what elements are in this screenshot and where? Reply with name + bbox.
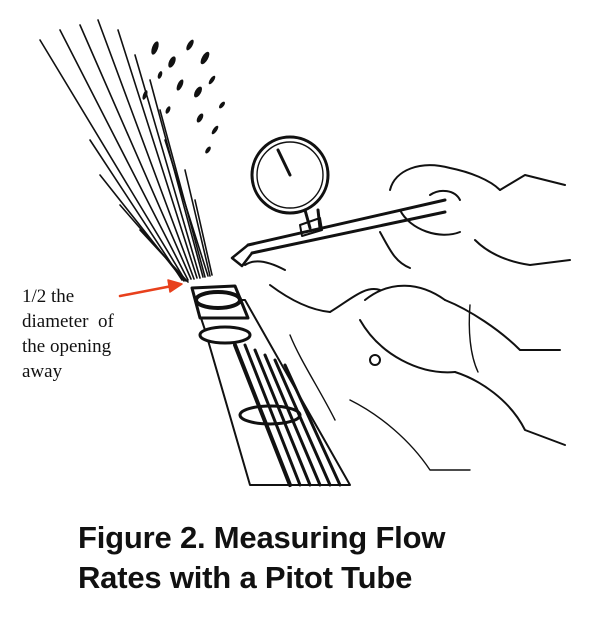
fire-hose — [190, 284, 351, 487]
pitot-tube-illustration — [39, 19, 571, 487]
annotation-line-2: diameter of — [22, 311, 114, 332]
pressure-gauge — [250, 135, 330, 230]
figure-caption: Figure 2. Measuring Flow Rates with a Pi… — [78, 518, 445, 598]
spray-droplets — [142, 39, 225, 154]
caption-line-1: Figure 2. Measuring Flow — [78, 520, 446, 555]
distance-annotation: 1/2 the diameter of the opening away — [22, 284, 114, 384]
annotation-line-3: the opening — [22, 336, 112, 357]
pitot-tube — [230, 198, 447, 268]
upper-hand — [379, 164, 571, 269]
annotation-line-4: away — [22, 361, 63, 382]
lower-hand — [244, 260, 566, 471]
water-stream — [39, 19, 213, 283]
caption-line-2: Rates with a Pitot Tube — [78, 560, 413, 595]
annotation-arrow — [118, 279, 183, 298]
annotation-line-1: 1/2 the — [22, 286, 75, 307]
